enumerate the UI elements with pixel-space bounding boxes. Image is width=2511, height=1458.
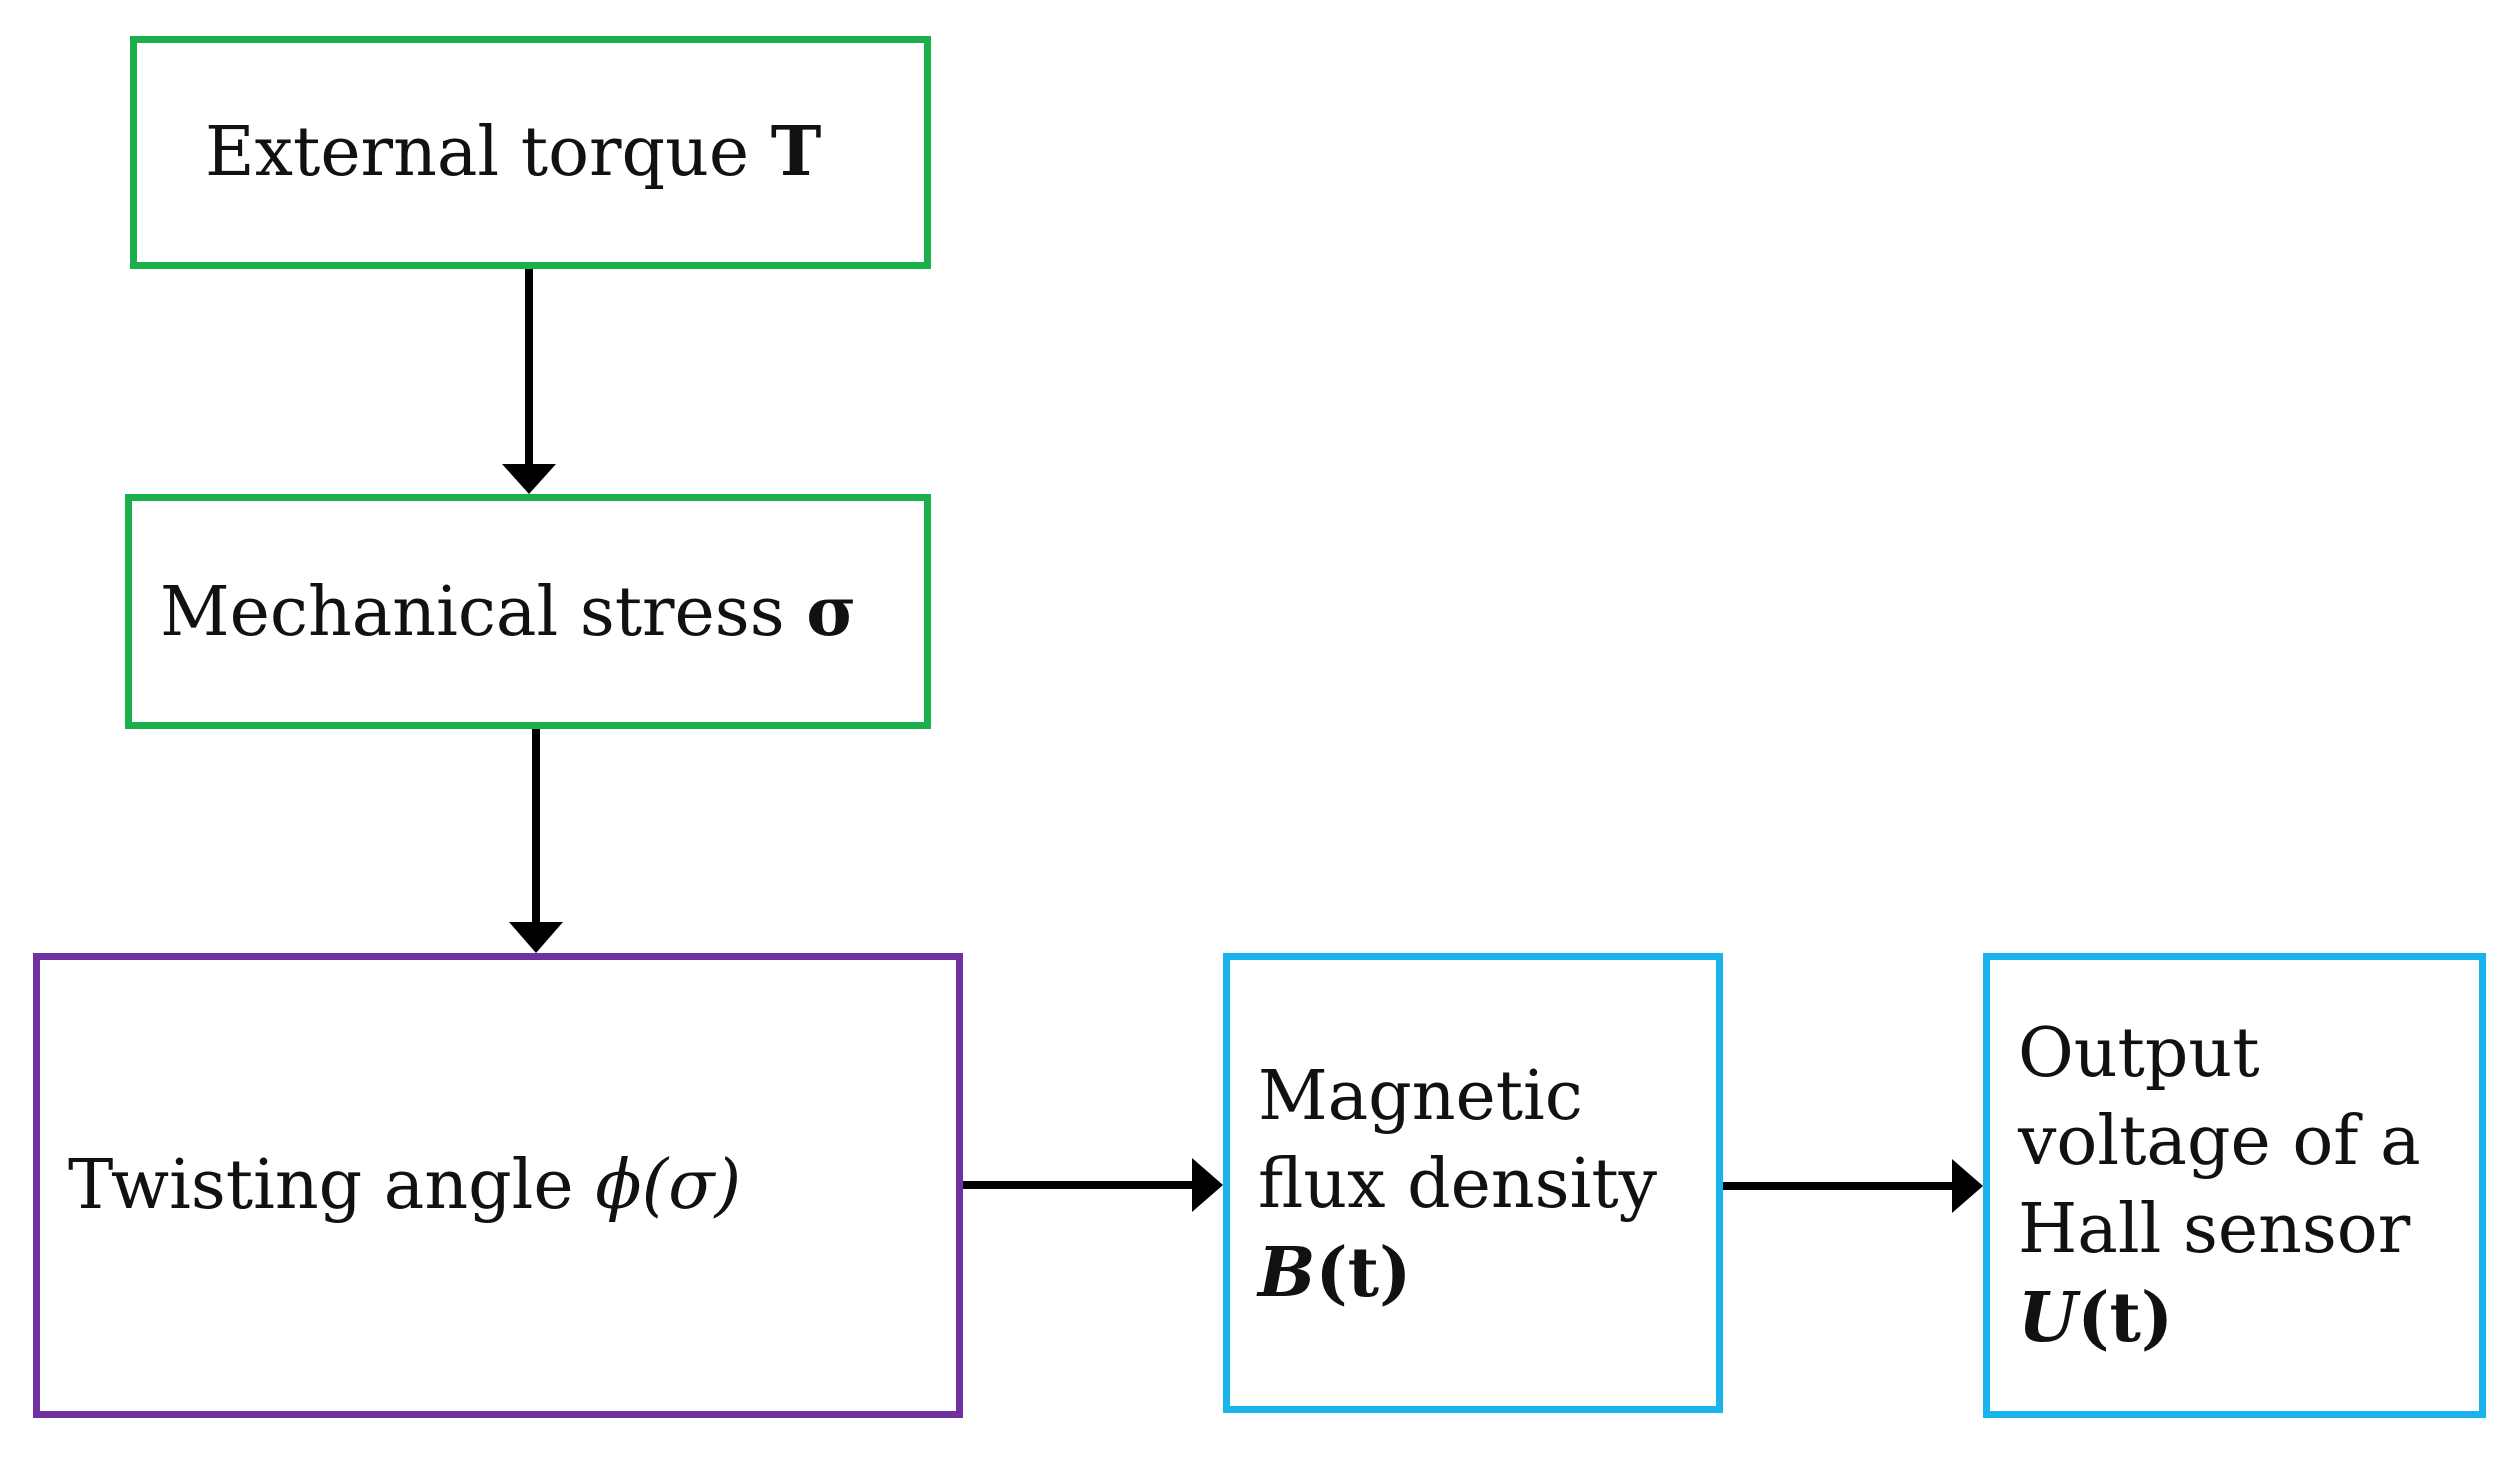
twisting-angle-label: Twisting angle ϕ(σ) bbox=[68, 1142, 741, 1230]
external-torque-text: External torque bbox=[205, 113, 771, 192]
twisting-angle-symbol: ϕ(σ) bbox=[595, 1146, 742, 1225]
twisting-angle-text: Twisting angle bbox=[68, 1146, 596, 1225]
flux-symbol-suffix: (t) bbox=[1315, 1233, 1412, 1313]
output-voltage-line2: voltage of a bbox=[2018, 1102, 2421, 1181]
mechanical-stress-node bbox=[125, 494, 931, 729]
magnetic-flux-line2: flux density bbox=[1258, 1145, 1658, 1224]
arrowhead-stress-to-angle bbox=[509, 922, 563, 953]
magnetic-flux-line1: Magnetic bbox=[1258, 1057, 1583, 1136]
voltage-symbol-suffix: (t) bbox=[2077, 1278, 2174, 1358]
arrowhead-angle-to-flux bbox=[1192, 1158, 1223, 1212]
arrowhead-flux-to-voltage bbox=[1952, 1159, 1983, 1213]
output-voltage-line3: Hall sensor bbox=[2018, 1190, 2411, 1269]
mechanical-stress-text: Mechanical stress bbox=[160, 573, 807, 652]
output-voltage-line1: Output bbox=[2018, 1014, 2260, 1093]
twisting-angle-node bbox=[33, 953, 963, 1418]
output-voltage-line4: U(t) bbox=[2018, 1274, 2421, 1363]
flux-symbol: B bbox=[1258, 1233, 1316, 1313]
external-torque-label: External torque T bbox=[205, 108, 821, 197]
torque-symbol: T bbox=[770, 112, 822, 192]
magnetic-flux-node bbox=[1223, 953, 1723, 1413]
arrowhead-torque-to-stress bbox=[502, 464, 556, 494]
output-voltage-node bbox=[1983, 953, 2486, 1418]
magnetic-flux-label: Magnetic flux density B(t) bbox=[1258, 1053, 1657, 1318]
voltage-symbol: U bbox=[2018, 1278, 2078, 1358]
output-voltage-label: Output voltage of a Hall sensor U(t) bbox=[2018, 1010, 2421, 1363]
magnetic-flux-line3: B(t) bbox=[1258, 1229, 1657, 1318]
external-torque-node bbox=[130, 36, 931, 269]
stress-symbol: σ bbox=[806, 572, 857, 652]
mechanical-stress-label: Mechanical stress σ bbox=[160, 568, 856, 657]
